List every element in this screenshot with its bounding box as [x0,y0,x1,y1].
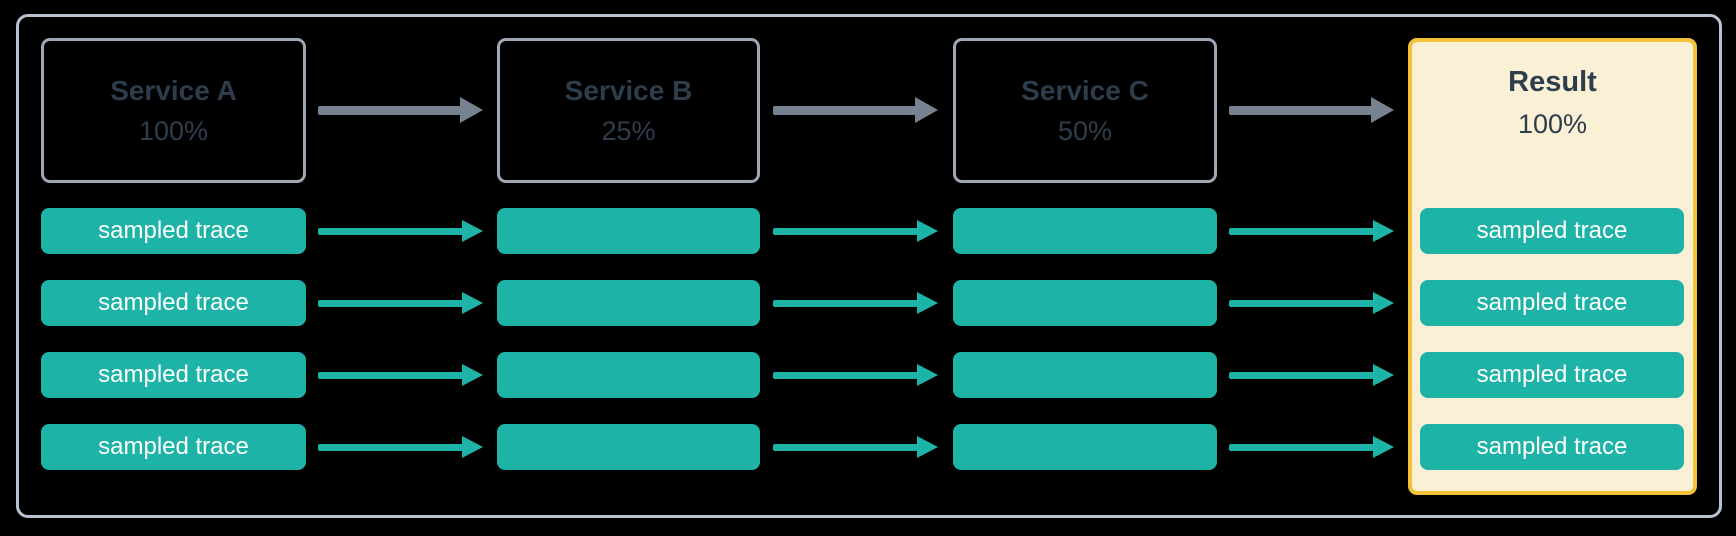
trace-box [497,208,760,254]
arrow-head [462,220,483,242]
trace-arrow [318,292,483,314]
result-label: Result [1508,66,1597,98]
service-c-label: Service C [1021,74,1149,106]
trace-arrow [1229,220,1394,242]
arrow-head [1373,436,1394,458]
arrow-head [915,97,938,123]
result-panel: Result 100% [1408,38,1697,495]
trace-arrow [773,436,938,458]
trace-box [497,280,760,326]
trace-box: sampled trace [1420,352,1684,398]
trace-box: sampled trace [1420,280,1684,326]
arrow-shaft [773,444,918,451]
arrow-shaft [1229,300,1374,307]
trace-box [953,424,1217,470]
service-a-rate: 100% [138,115,209,146]
service-b-label: Service B [564,74,693,106]
arrow-shaft [318,106,461,115]
arrow-shaft [773,228,918,235]
arrow-shaft [318,228,463,235]
trace-box [953,280,1217,326]
arrow-head [1373,364,1394,386]
trace-arrow [1229,436,1394,458]
service-a-box: Service A 100% [41,38,306,183]
arrow-shaft [318,444,463,451]
trace-box: sampled trace [1420,424,1684,470]
service-a-label: Service A [110,74,237,106]
arrow-head [1373,292,1394,314]
arrow-shaft [1229,444,1374,451]
arrow-head [462,364,483,386]
trace-box: sampled trace [1420,208,1684,254]
arrow-shaft [1229,228,1374,235]
arrow-shaft [773,300,918,307]
trace-box [497,352,760,398]
trace-arrow [318,220,483,242]
arrow-shaft [1229,372,1374,379]
arrow-head [462,292,483,314]
trace-arrow [1229,364,1394,386]
trace-box [497,424,760,470]
trace-arrow [318,364,483,386]
trace-box: sampled trace [41,208,306,254]
arrow-shaft [318,300,463,307]
trace-arrow [318,436,483,458]
arrow-shaft [318,372,463,379]
trace-arrow [773,220,938,242]
flow-arrow-a-to-b [318,97,483,123]
flow-arrow-b-to-c [773,97,938,123]
arrow-shaft [773,106,916,115]
trace-arrow [773,292,938,314]
service-b-rate: 25% [601,115,656,146]
arrow-head [917,292,938,314]
flow-arrow-c-to-result [1229,97,1394,123]
trace-box [953,208,1217,254]
arrow-head [917,364,938,386]
result-rate: 100% [1517,109,1588,139]
trace-box: sampled trace [41,424,306,470]
arrow-shaft [773,372,918,379]
arrow-head [917,220,938,242]
result-header: Result 100% [1412,66,1693,140]
diagram-frame [16,14,1722,518]
trace-box: sampled trace [41,280,306,326]
arrow-head [460,97,483,123]
arrow-head [917,436,938,458]
service-c-rate: 50% [1057,115,1113,146]
arrow-head [1371,97,1394,123]
arrow-head [462,436,483,458]
trace-box [953,352,1217,398]
arrow-head [1373,220,1394,242]
arrow-shaft [1229,106,1372,115]
trace-arrow [773,364,938,386]
trace-arrow [1229,292,1394,314]
trace-box: sampled trace [41,352,306,398]
service-c-box: Service C 50% [953,38,1217,183]
service-b-box: Service B 25% [497,38,760,183]
